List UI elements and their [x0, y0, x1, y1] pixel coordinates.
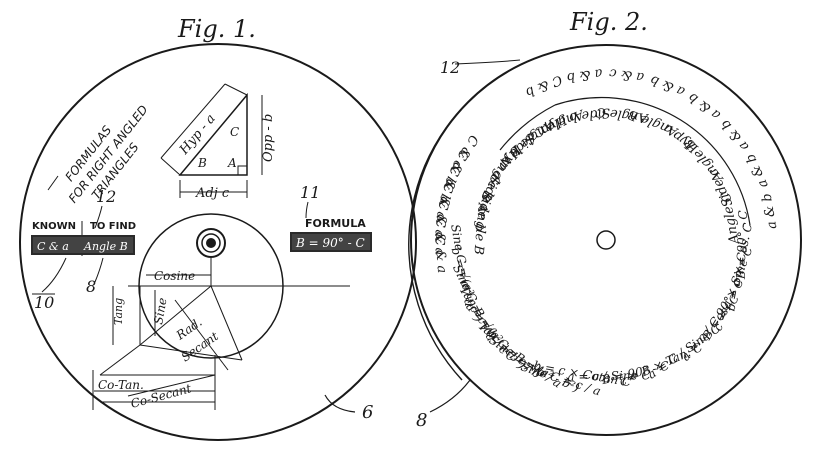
fig1-ref-8: 8	[86, 277, 96, 296]
fig1-angle-c: C	[230, 125, 239, 139]
cotan-label: Co-Tan.	[98, 378, 144, 392]
to-find-value: Angle B	[83, 240, 128, 253]
known-label: KNOWN	[32, 221, 76, 232]
fig2-top-outer-1: a & b	[566, 65, 604, 85]
fig2-outer-disc	[410, 44, 802, 436]
fig2-left-inner-7: Angle B	[470, 202, 490, 256]
fig1-angle-b: B	[197, 156, 207, 170]
fig1-ref-6: 6	[362, 402, 373, 423]
fig2-top-outer-5: a & b	[718, 116, 752, 153]
fig2-top-inner-1: Side b	[568, 104, 611, 124]
fig2-left-arc	[499, 104, 556, 151]
fig2-inner-arc	[554, 96, 751, 226]
fig2-top-outer-4: a & b	[686, 89, 724, 122]
to-find-label: TO FIND	[90, 221, 136, 232]
fig1-title: Fig. 1.	[177, 15, 256, 43]
fig2-left-outer-6: C & a	[431, 235, 449, 274]
fig2-top-outer-0: C & b	[523, 72, 564, 100]
fig1-hub-outer	[196, 228, 226, 258]
fig1-ref-10: 10	[34, 293, 54, 312]
fig1-adj-label: Adj c	[195, 186, 230, 201]
fig1-angle-a: A	[227, 156, 237, 170]
fig1-known-window: KNOWN TO FIND C & a Angle B	[31, 221, 136, 256]
fig1-hub-inner	[201, 233, 221, 253]
fig1-hyp-label: Hyp - a	[176, 111, 219, 158]
formula-label: FORMULA	[305, 217, 366, 230]
fig1-ref-11: 11	[300, 183, 320, 202]
fig2-title: Fig. 2.	[569, 8, 648, 36]
sine-label: Sine	[151, 297, 169, 326]
fig2-formula-right-0: B = 90° - C	[734, 210, 750, 280]
formula-value: B = 90° - C	[295, 236, 365, 250]
fig2-ref-8: 8	[416, 410, 427, 431]
fig1-formula-window: FORMULA B = 90° - C	[290, 217, 372, 252]
cosine-label: Cosine	[154, 269, 195, 283]
fig2-top-outer-6: a & b	[743, 151, 772, 190]
fig2-left-outer-5: C & a	[432, 218, 448, 256]
fig1-opp-label: Opp - b	[261, 114, 276, 162]
fig1-outer-disc	[19, 43, 417, 441]
fig2-center-hole	[596, 230, 616, 250]
fig2-top-inner-2: Angle C	[595, 104, 650, 125]
fig2-overlap-arc	[408, 64, 521, 381]
fig2-left-outer-4: C & a	[431, 199, 451, 238]
fig1-hub-pin	[206, 238, 216, 248]
fig1-reference-triangle: Hyp - a Opp - b Adj c B A C	[160, 83, 276, 201]
tang-label: Tang	[112, 298, 125, 325]
fig2-top-outer-3: a & b	[648, 72, 687, 99]
fig2-top-outer-2: a & c	[608, 65, 645, 84]
fig2-top-outer-7: a & b	[759, 192, 780, 230]
fig2-ref-12: 12	[440, 58, 460, 77]
fig2-formula-bottom-3: a = c / Sine C	[567, 368, 650, 384]
fig1-ref-12: 12	[96, 187, 116, 206]
known-value: C & a	[37, 240, 69, 253]
